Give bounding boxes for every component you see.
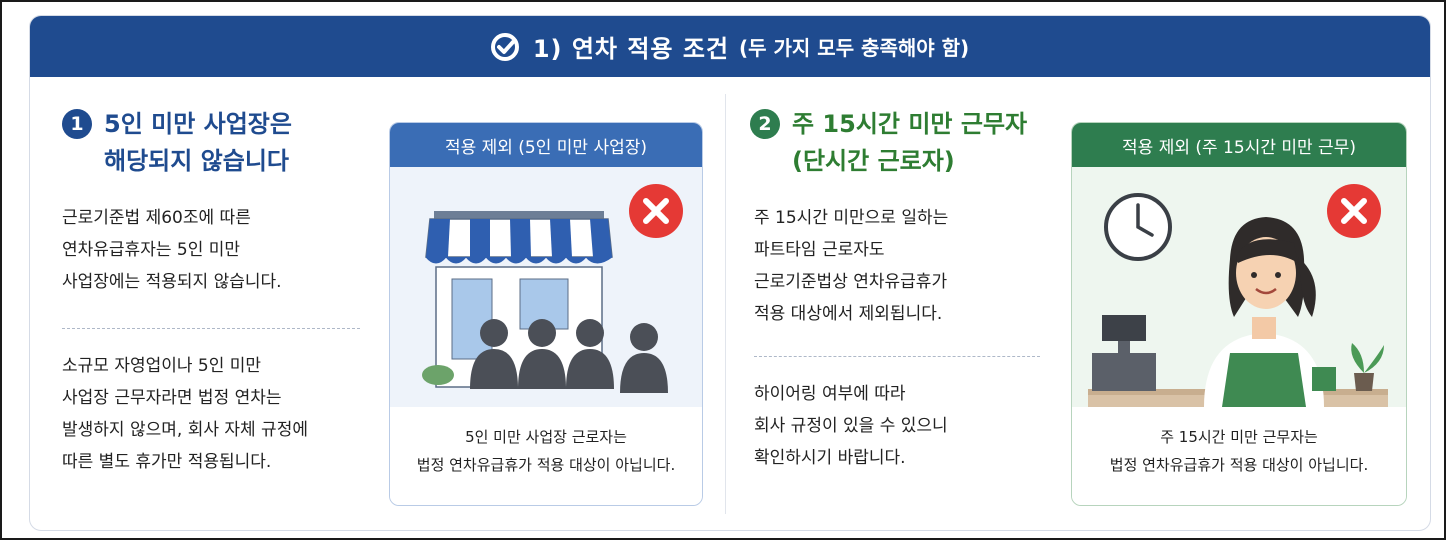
left-panel-caption: 5인 미만 사업장 근로자는 법정 연차유급휴가 적용 대상이 아닙니다. [390, 407, 702, 505]
right-panel: 적용 제외 (주 15시간 미만 근무) [1071, 122, 1407, 506]
text-line: 발생하지 않으며, 회사 자체 규정에 [62, 420, 308, 440]
banner-subtitle: (두 가지 모두 충족해야 함) [739, 36, 970, 60]
caption-line: 법정 연차유급휴가 적용 대상이 아닙니다. [416, 456, 676, 474]
right-heading-line: (단시간 근로자) [792, 147, 955, 175]
left-panel: 적용 제외 (5인 미만 사업장) [389, 122, 703, 506]
text-line: 회사 규정이 있을 수 있으니 [754, 416, 948, 436]
text-line: 소규모 자영업이나 5인 미만 [62, 356, 262, 376]
right-panel-header: 적용 제외 (주 15시간 미만 근무) [1072, 123, 1406, 167]
caption-line: 주 15시간 미만 근무자는 [1160, 428, 1318, 446]
dashed-divider [754, 356, 1040, 357]
text-line: 연차유급휴자는 5인 미만 [62, 240, 241, 260]
caption-line: 법정 연차유급휴가 적용 대상이 아닙니다. [1109, 456, 1369, 474]
number-badge-2: 2 [750, 109, 780, 139]
text-line: 사업장 근무자라면 법정 연차는 [62, 388, 282, 408]
title-banner: 1) 연차 적용 조건 (두 가지 모두 충족해야 함) [30, 16, 1430, 77]
right-paragraph-1: 주 15시간 미만으로 일하는 파트타임 근로자도 근로기준법상 연차유급휴가 … [754, 202, 948, 330]
left-paragraph-2: 소규모 자영업이나 5인 미만 사업장 근무자라면 법정 연차는 발생하지 않으… [62, 350, 308, 478]
text-line: 주 15시간 미만으로 일하는 [754, 208, 949, 228]
text-line: 사업장에는 적용되지 않습니다. [62, 272, 282, 292]
left-heading-text: 5인 미만 사업장은 해당되지 않습니다 [104, 106, 292, 180]
text-line: 따른 별도 휴가만 적용됩니다. [62, 452, 272, 472]
dashed-divider [62, 328, 360, 329]
banner-title: 1) 연차 적용 조건 [532, 35, 730, 63]
section-divider [725, 94, 726, 514]
text-line: 적용 대상에서 제외됩니다. [754, 304, 943, 324]
left-paragraph-1: 근로기준법 제60조에 따른 연차유급휴자는 5인 미만 사업장에는 적용되지 … [62, 202, 282, 298]
check-circle-icon [490, 32, 519, 61]
store-illustration-svg [422, 211, 668, 393]
text-line: 확인하시기 바랍니다. [754, 448, 906, 468]
cashier-with-clock-illustration [1072, 167, 1406, 407]
right-heading: 2 주 15시간 미만 근무자 (단시간 근로자) [750, 106, 1027, 180]
left-heading: 1 5인 미만 사업장은 해당되지 않습니다 [62, 106, 292, 180]
text-line: 근로기준법 제60조에 따른 [62, 208, 251, 228]
right-heading-text: 주 15시간 미만 근무자 (단시간 근로자) [792, 106, 1027, 180]
store-with-people-illustration [390, 167, 702, 407]
text-line: 파트타임 근로자도 [754, 240, 885, 260]
right-panel-caption: 주 15시간 미만 근무자는 법정 연차유급휴가 적용 대상이 아닙니다. [1072, 407, 1406, 505]
cashier-illustration-svg [1088, 193, 1388, 407]
text-line: 하이어링 여부에 따라 [754, 384, 906, 404]
caption-line: 5인 미만 사업장 근로자는 [465, 428, 627, 446]
left-panel-header: 적용 제외 (5인 미만 사업장) [390, 123, 702, 167]
info-card: 1) 연차 적용 조건 (두 가지 모두 충족해야 함) 1 5인 미만 사업장… [29, 15, 1431, 531]
right-heading-line: 주 15시간 미만 근무자 [792, 110, 1028, 138]
x-icon [1327, 184, 1381, 238]
left-heading-line: 해당되지 않습니다 [104, 147, 289, 175]
left-heading-line: 5인 미만 사업장은 [104, 110, 292, 138]
number-badge-1: 1 [62, 109, 92, 139]
text-line: 근로기준법상 연차유급휴가 [754, 272, 948, 292]
right-paragraph-2: 하이어링 여부에 따라 회사 규정이 있을 수 있으니 확인하시기 바랍니다. [754, 378, 948, 474]
x-icon [629, 184, 683, 238]
